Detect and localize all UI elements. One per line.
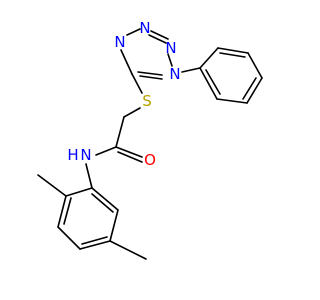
bond-ar-6-double (91, 193, 114, 213)
bond-ph-6 (199, 67, 218, 100)
bond-c5-n3 (137, 71, 163, 76)
bond-ch2-carbonyl (115, 116, 125, 148)
bond-methyl-1 (37, 174, 67, 197)
bond-n1-n2 (148, 34, 167, 44)
bond-ph-6-double (205, 69, 221, 95)
bond-ar-4-double (81, 236, 108, 245)
atom-n-ring-1: N (139, 19, 150, 37)
bond-s-ch2 (123, 107, 141, 118)
bond-nh-aryl (85, 163, 93, 189)
bond-ar-3 (57, 226, 81, 250)
bond-ph-5 (216, 98, 248, 104)
chemical-structure-diagram: N N N N S O N H (37, 19, 263, 260)
bond-ph-2 (217, 47, 249, 54)
bond-ar-6 (91, 187, 119, 211)
bond-c5-n3-double (139, 75, 163, 80)
bond-ar-2-double (63, 197, 72, 225)
bond-c5-s (131, 73, 143, 94)
bond-ar-1 (65, 187, 93, 197)
bond-n2-n3 (167, 53, 173, 67)
bond-ph-3 (247, 52, 263, 79)
atom-n-amide: N (80, 146, 91, 164)
bond-ar-5 (109, 209, 119, 242)
bond-n3-phenyl (181, 67, 201, 73)
atom-n-ring-4: N (114, 33, 125, 51)
atom-o-carbonyl: O (144, 151, 156, 169)
bond-n1-n2-double (150, 30, 169, 40)
bond-ar-2 (57, 195, 67, 228)
bond-ph-2-double (219, 52, 246, 58)
bond-ph-4 (246, 77, 263, 104)
bond-n4-n1 (126, 28, 141, 36)
bond-ph-1 (199, 47, 219, 69)
bond-lines (37, 28, 263, 260)
bond-n4-c5 (120, 49, 133, 75)
atom-s-thioether: S (142, 92, 152, 110)
bond-c-o-double (117, 151, 143, 163)
bond-methyl-2 (109, 240, 147, 260)
atom-n-ring-3: N (169, 65, 180, 83)
bond-c-nh (95, 146, 117, 156)
atom-n-ring-2: N (165, 39, 176, 57)
atom-h-amide: H (67, 146, 78, 164)
atom-labels: N N N N S O N H (67, 19, 180, 169)
bond-ph-4-double (242, 77, 257, 100)
bond-ar-4 (79, 240, 111, 250)
bond-c-o (115, 146, 143, 158)
